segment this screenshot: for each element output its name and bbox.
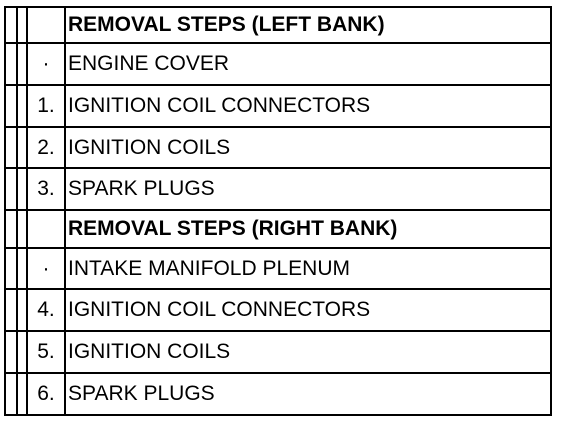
step-text: SPARK PLUGS xyxy=(68,177,215,200)
margin-cell xyxy=(16,44,28,84)
margin-cell xyxy=(6,128,18,167)
margin-cell xyxy=(6,169,18,209)
step-row: ·INTAKE MANIFOLD PLENUM xyxy=(6,249,550,290)
margin-cell xyxy=(6,44,18,84)
margin-cell xyxy=(16,332,28,372)
margin-cell xyxy=(16,211,28,247)
step-text: IGNITION COILS xyxy=(68,135,231,159)
step-number xyxy=(28,211,66,247)
step-text: IGNITION COIL CONNECTORS xyxy=(68,298,371,321)
margin-cell xyxy=(6,211,18,247)
margin-cell xyxy=(6,374,18,414)
step-text: IGNITION COIL CONNECTORS xyxy=(68,94,371,117)
step-row: 1.IGNITION COIL CONNECTORS xyxy=(6,86,550,128)
step-row: 4.IGNITION COIL CONNECTORS xyxy=(6,290,550,332)
step-number: 1. xyxy=(28,86,66,126)
margin-cell xyxy=(16,128,28,167)
margin-cell xyxy=(16,8,28,42)
step-row: 2.IGNITION COILS xyxy=(6,128,550,169)
step-number: 6. xyxy=(28,374,66,414)
margin-cell xyxy=(16,290,28,330)
margin-cell xyxy=(16,169,28,209)
section-title: REMOVAL STEPS (RIGHT BANK) xyxy=(68,217,398,240)
step-number xyxy=(28,8,66,42)
step-text: SPARK PLUGS xyxy=(68,382,215,405)
margin-cell xyxy=(6,249,18,288)
step-text: ENGINE COVER xyxy=(68,52,230,75)
section-header-row: REMOVAL STEPS (LEFT BANK) xyxy=(6,8,550,44)
step-number: 3. xyxy=(28,169,66,209)
section-header-row: REMOVAL STEPS (RIGHT BANK) xyxy=(6,211,550,249)
step-row: 3.SPARK PLUGS xyxy=(6,169,550,211)
step-number: 5. xyxy=(28,332,66,372)
step-row: 6.SPARK PLUGS xyxy=(6,374,550,414)
step-number: · xyxy=(28,44,66,84)
margin-cell xyxy=(6,332,18,372)
margin-cell xyxy=(6,86,18,126)
step-number: 4. xyxy=(28,290,66,330)
margin-cell xyxy=(16,86,28,126)
step-text: IGNITION COILS xyxy=(68,340,231,363)
step-number: · xyxy=(28,249,66,288)
margin-cell xyxy=(16,249,28,288)
margin-cell xyxy=(6,8,18,42)
margin-cell xyxy=(6,290,18,330)
section-title: REMOVAL STEPS (LEFT BANK) xyxy=(68,13,385,36)
margin-cell xyxy=(16,374,28,414)
step-text: INTAKE MANIFOLD PLENUM xyxy=(68,256,350,280)
step-number: 2. xyxy=(28,128,66,167)
step-row: ·ENGINE COVER xyxy=(6,44,550,86)
step-row: 5.IGNITION COILS xyxy=(6,332,550,374)
